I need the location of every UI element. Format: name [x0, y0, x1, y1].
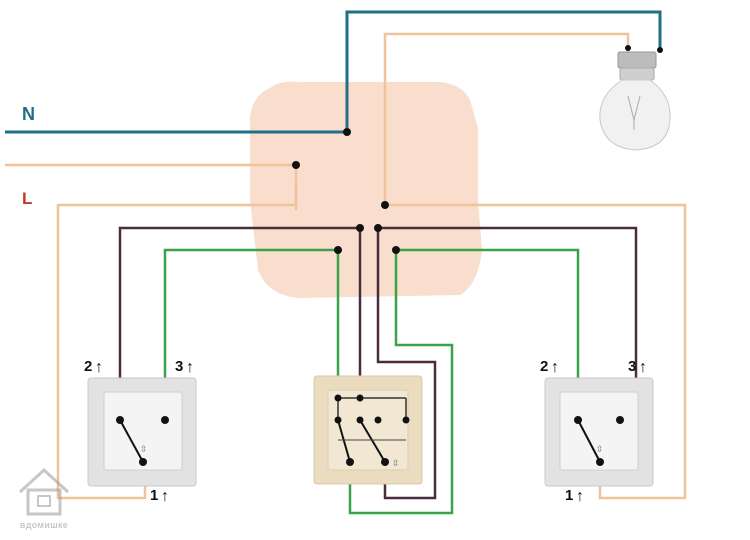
left-switch: ⇳: [87, 377, 197, 487]
left-switch-t3-label: 3: [175, 358, 183, 375]
left-switch-t2-label: 2: [84, 358, 92, 375]
house-logo-icon: [18, 467, 70, 516]
traveler-green-left: [163, 248, 338, 420]
right-switch: ⇳: [544, 377, 654, 487]
lamp-feed-wire: [383, 32, 630, 205]
left-switch-t1-arrow: ↑: [161, 488, 169, 505]
cross-switch: ⇳: [313, 375, 423, 485]
traveler-green-right: [396, 248, 580, 420]
left-switch-t1-label: 1: [150, 487, 158, 504]
watermark: вдомишке: [6, 462, 82, 536]
right-switch-t1-label: 1: [565, 487, 573, 504]
traveler-green-cross-b: [348, 250, 454, 515]
line-label: L: [22, 189, 32, 208]
junction-box: [250, 81, 482, 298]
neutral-wire: [5, 10, 662, 134]
lamp-bulb-icon: [599, 45, 671, 151]
svg-text:⇳: ⇳: [140, 445, 148, 455]
right-switch-t3-label: 3: [628, 358, 636, 375]
left-switch-t2-arrow: ↑: [95, 359, 103, 376]
right-switch-t1-arrow: ↑: [576, 488, 584, 505]
svg-text:⇳: ⇳: [596, 445, 604, 455]
right-switch-t2-arrow: ↑: [551, 359, 559, 376]
line-wire-left-switch: [56, 185, 298, 500]
right-switch-t2-label: 2: [540, 358, 548, 375]
junction-points: [292, 128, 400, 254]
traveler-dark-right: [378, 226, 638, 420]
svg-text:⇳: ⇳: [392, 459, 400, 469]
neutral-label: N: [22, 104, 35, 124]
traveler-dark-left: [118, 226, 360, 420]
watermark-text: вдомишке: [19, 520, 69, 530]
left-switch-t3-arrow: ↑: [186, 359, 194, 376]
right-switch-t3-arrow: ↑: [639, 359, 647, 376]
traveler-dark-cross-b: [376, 228, 437, 500]
